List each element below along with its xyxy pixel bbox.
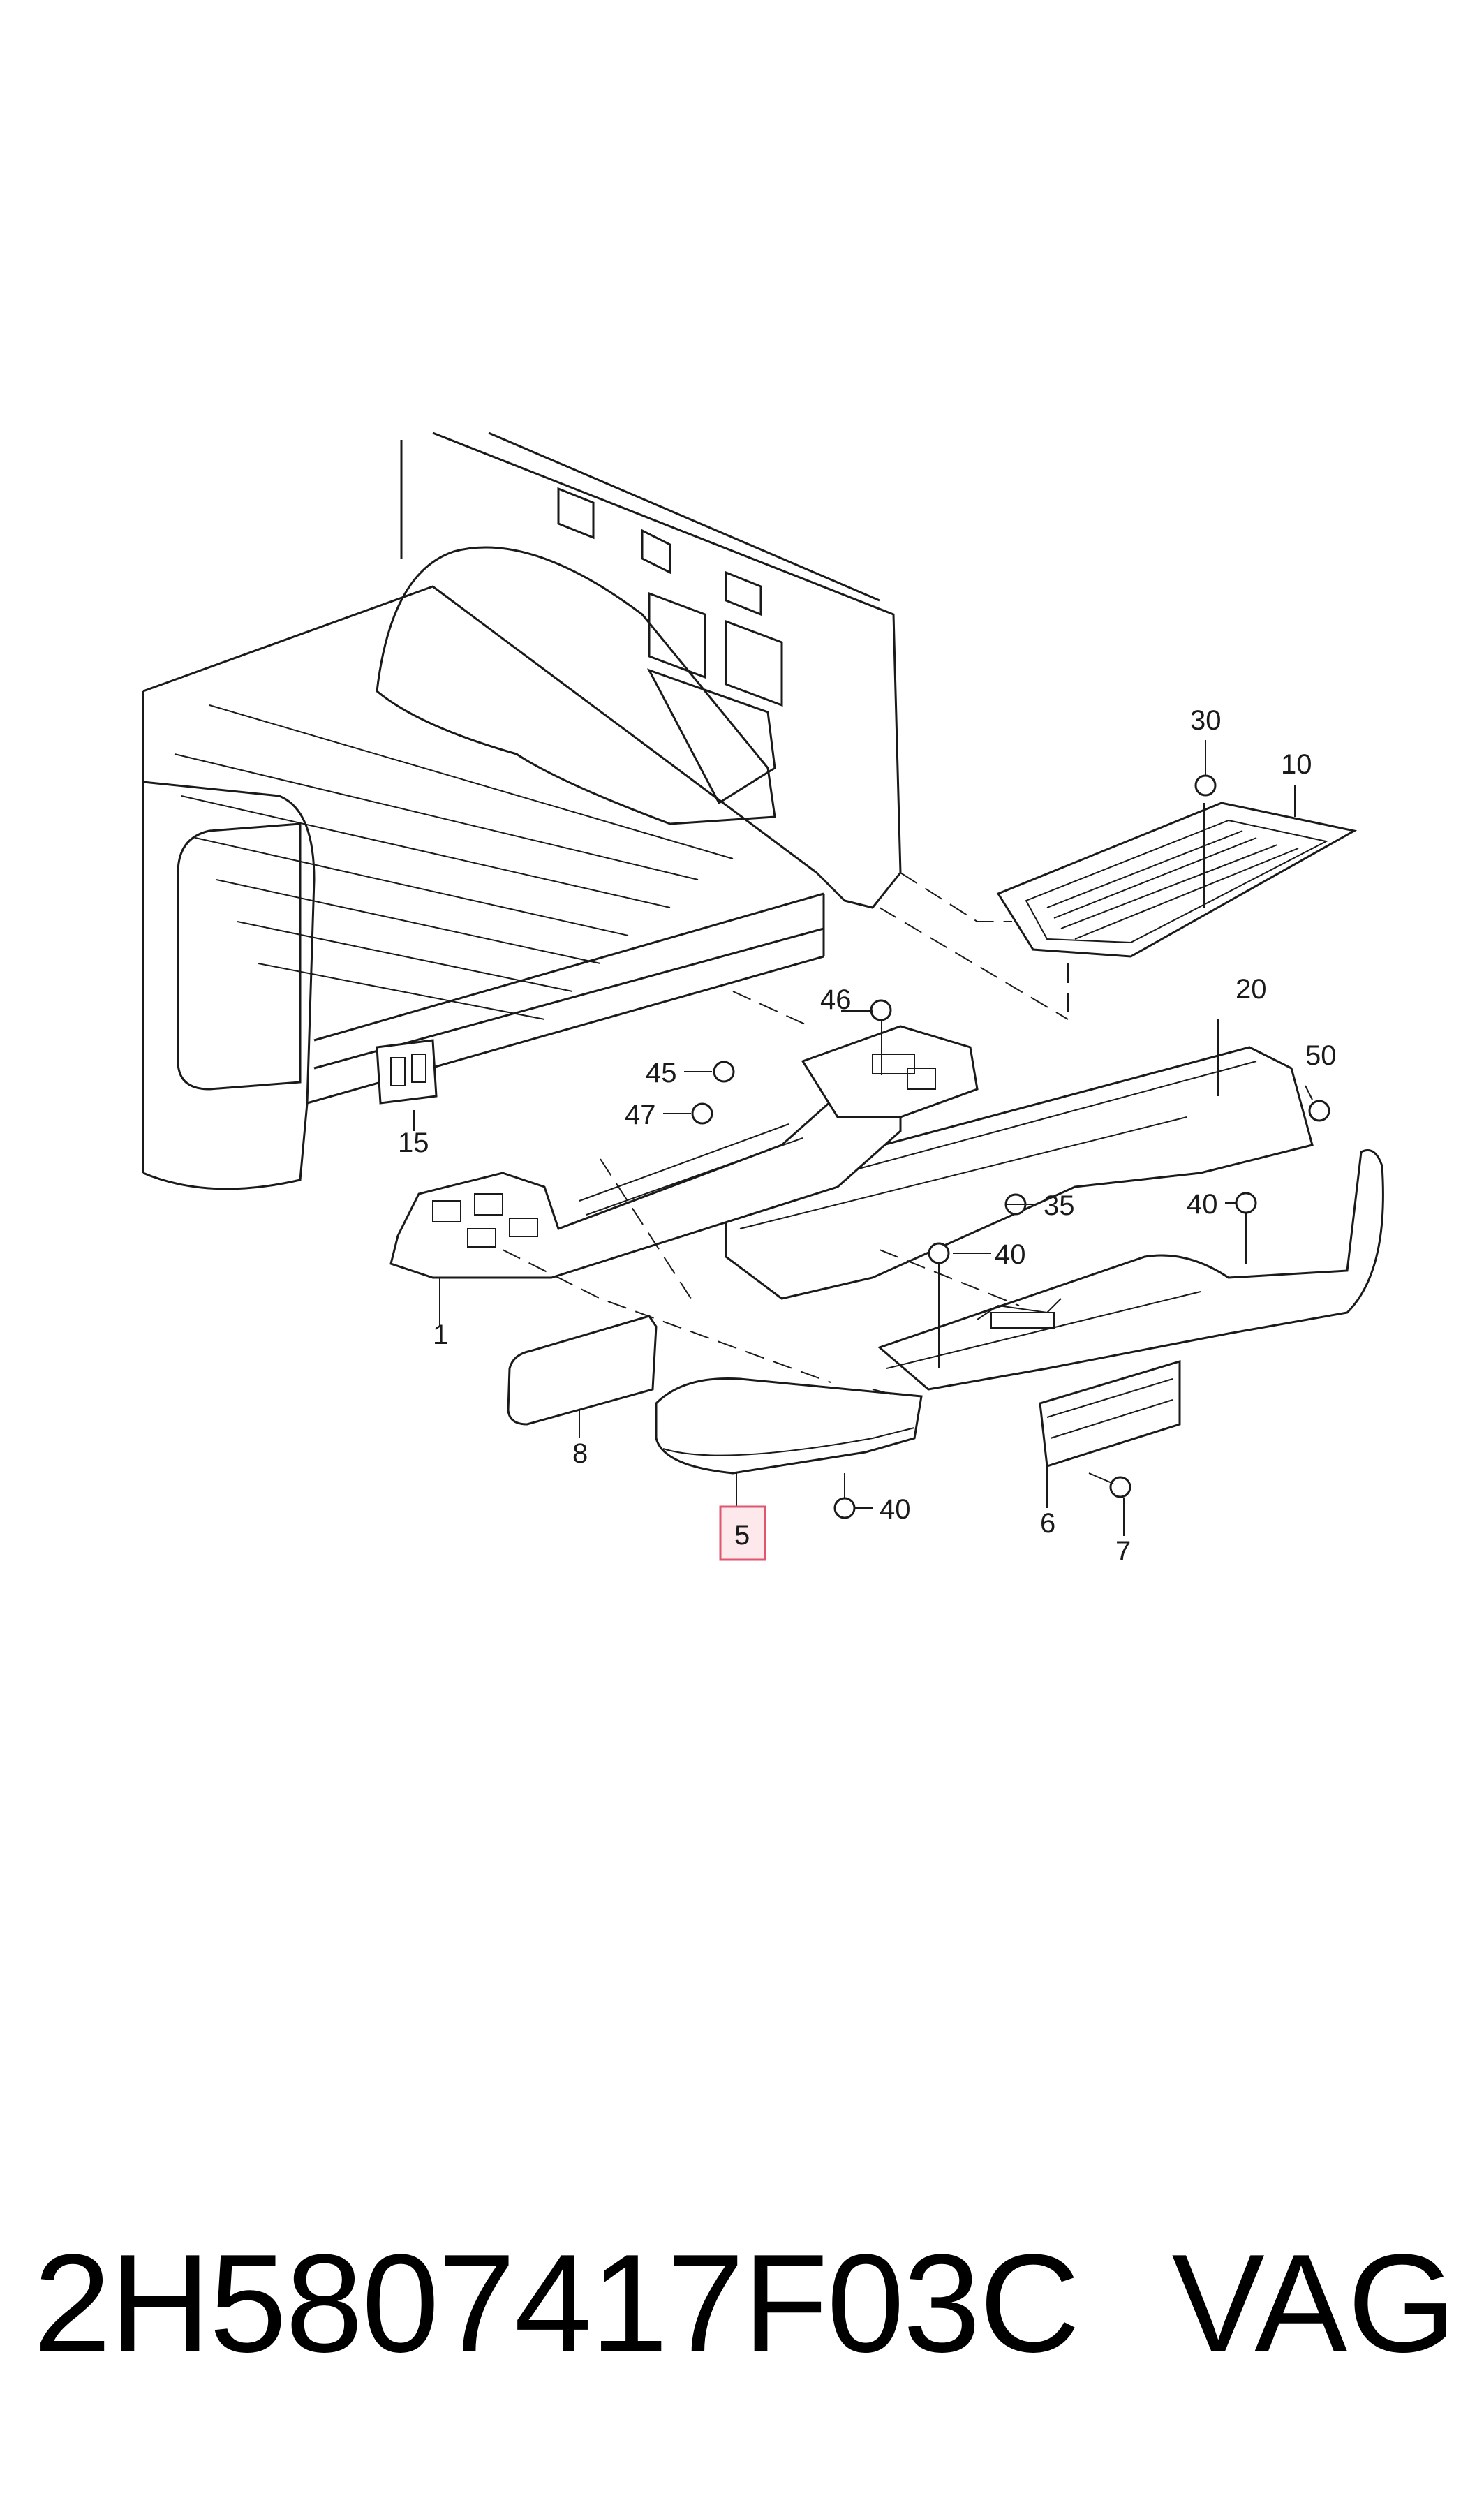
callout-labels: 30 10 46 20 45 50 47 15 35 40 40 1 8 40 …: [398, 705, 1337, 1567]
bracket-part-15: [376, 1039, 438, 1105]
callout-8: 8: [572, 1438, 588, 1469]
callout-30: 30: [1190, 705, 1222, 736]
callout-40-bottom: 40: [880, 1494, 911, 1525]
brand-label: VAG: [1171, 2226, 1456, 2381]
callout-46: 46: [820, 984, 852, 1015]
part-number: 2H5807417F03C: [34, 2226, 1080, 2381]
callout-5: 5: [734, 1520, 750, 1551]
callout-10: 10: [1281, 749, 1312, 780]
callout-7: 7: [1115, 1536, 1131, 1567]
pickup-bed-outline: [142, 431, 902, 1190]
trim-panel-part-8: [507, 1315, 658, 1426]
parts-diagram: 30 10 46 20 45 50 47 15 35 40 40 1 8 40 …: [142, 431, 1384, 1567]
leader-lines: [413, 740, 1313, 1536]
callout-40-right: 40: [1187, 1189, 1218, 1220]
callout-50: 50: [1305, 1040, 1337, 1071]
callout-45: 45: [646, 1058, 677, 1088]
callout-1: 1: [433, 1320, 448, 1350]
callout-5-highlight-box: [719, 1505, 766, 1561]
callout-35: 35: [1044, 1190, 1075, 1221]
plate-bracket-part-6: [1039, 1359, 1181, 1468]
footer: 2H5807417F03C VAG: [0, 2220, 1484, 2388]
step-pad-part-10: [996, 802, 1358, 958]
callout-20: 20: [1236, 974, 1267, 1005]
callout-47: 47: [625, 1100, 656, 1130]
assembly-dash-lines: [502, 872, 1069, 1397]
reinforcement-bar-part-1: [389, 1025, 979, 1279]
callout-6: 6: [1040, 1508, 1055, 1539]
callout-40-middle: 40: [995, 1239, 1026, 1270]
callout-15: 15: [398, 1128, 429, 1158]
bumper-end-cap-part-5: [655, 1377, 923, 1475]
